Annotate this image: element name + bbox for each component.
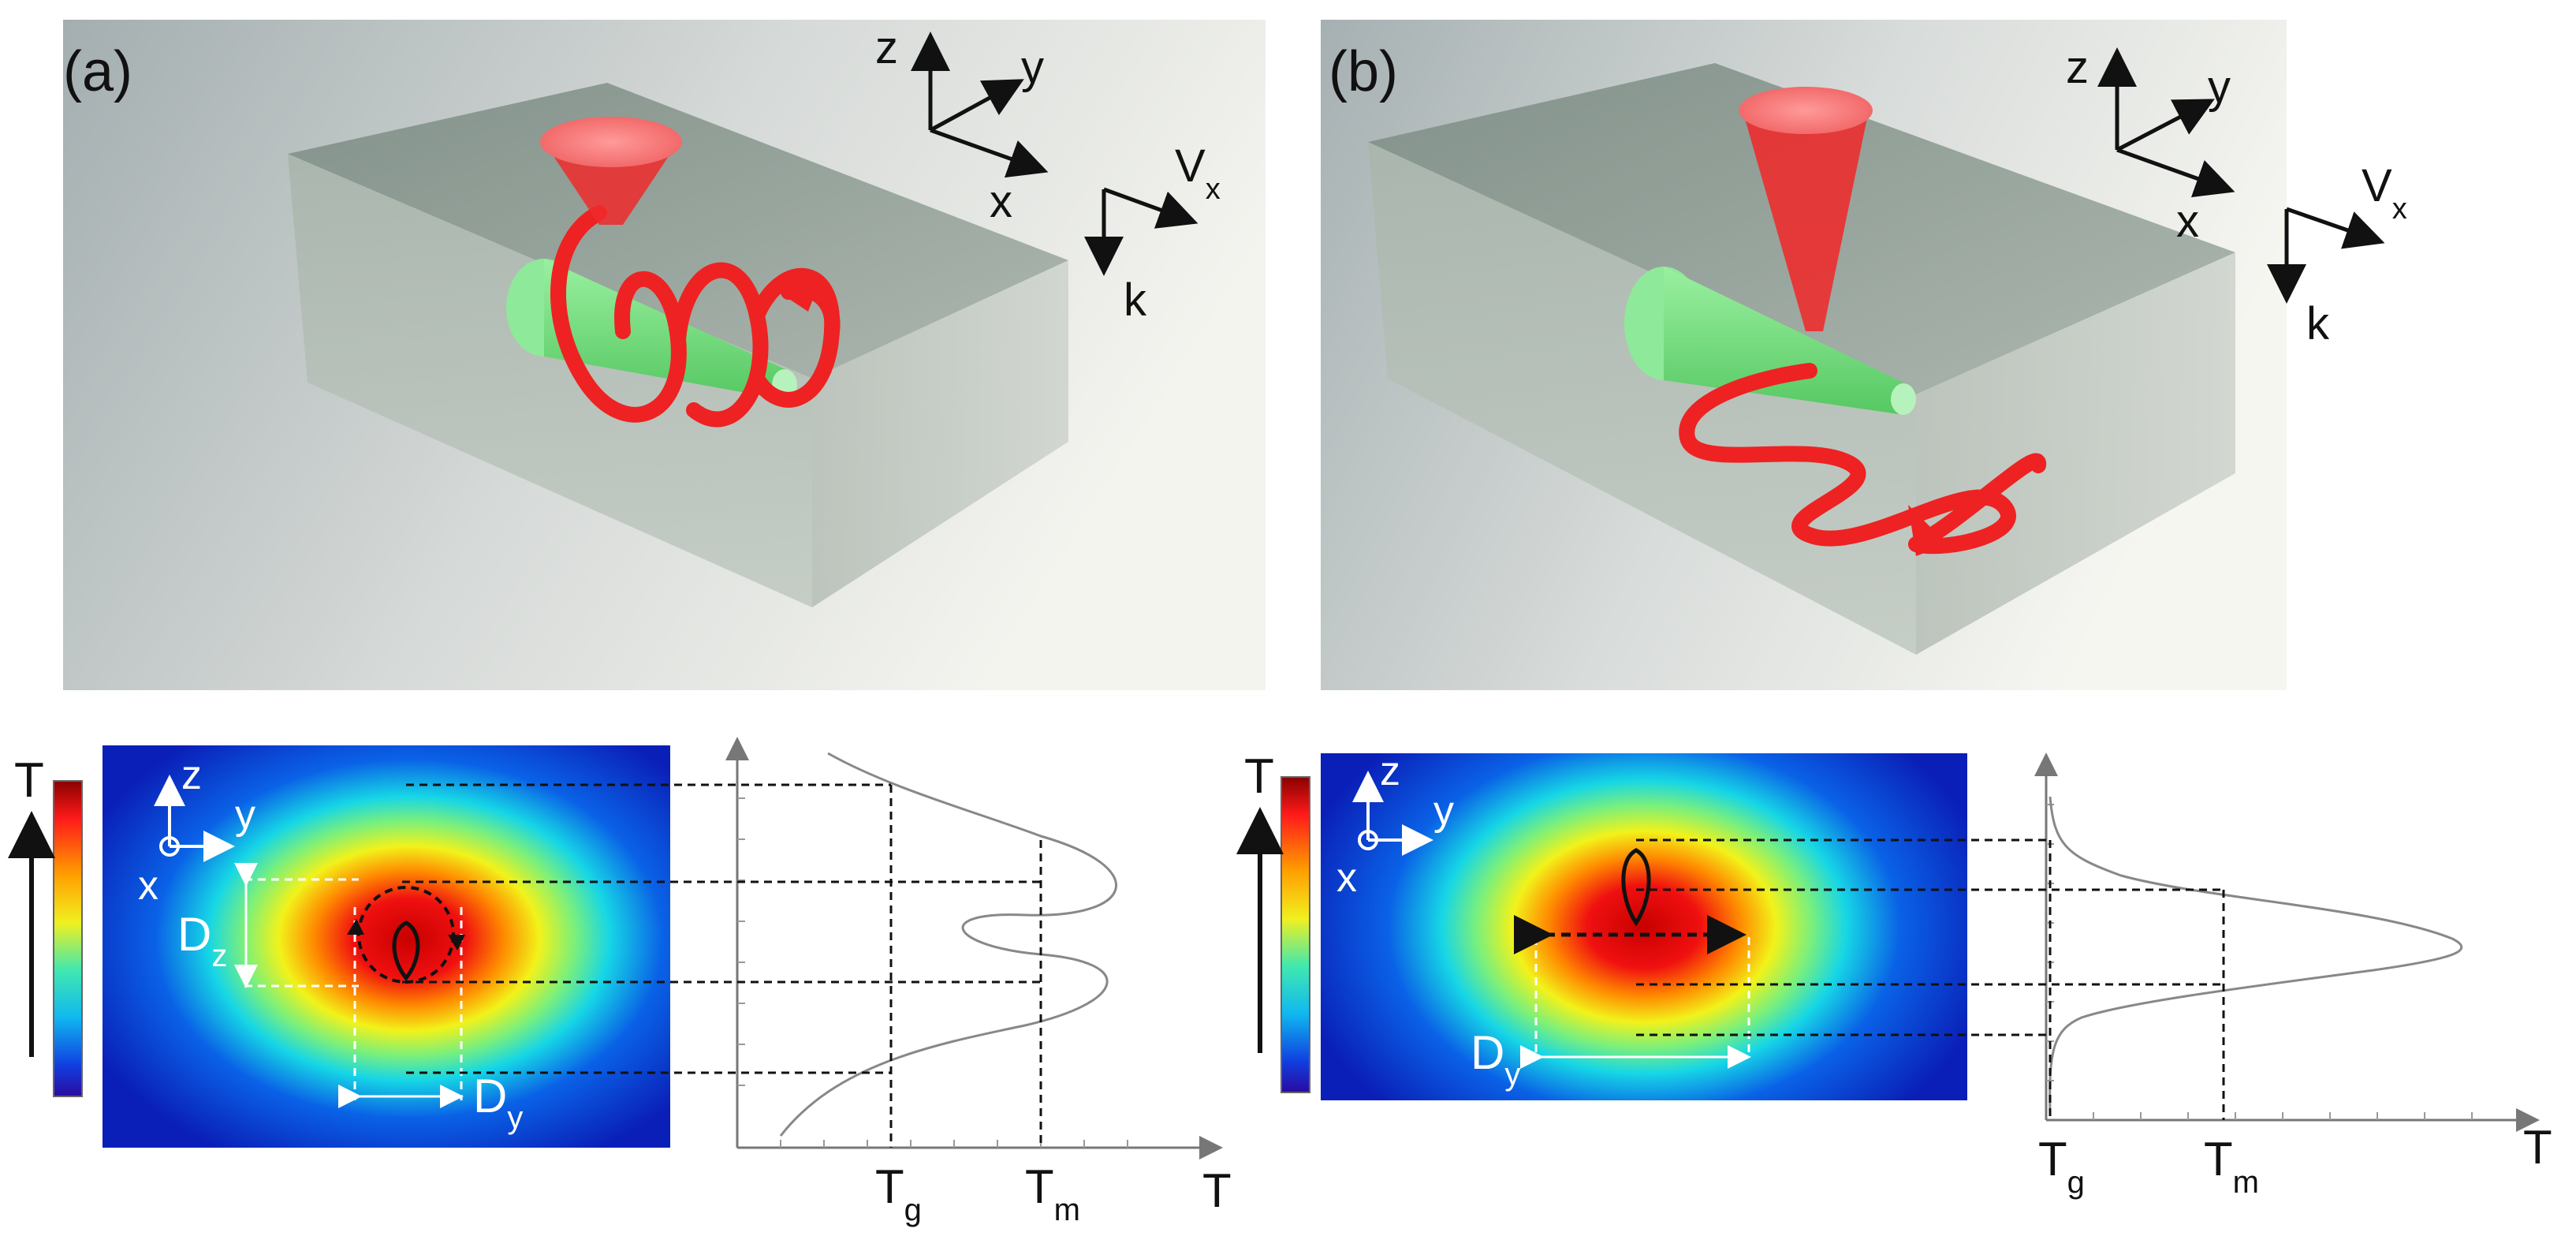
profile-b-group: Tg Tm T xyxy=(1636,752,2552,1200)
coord-axes-b xyxy=(2097,47,2235,198)
panel-b-render: z y x Vx k (b) xyxy=(1321,20,2407,690)
laser-cone-a xyxy=(540,117,682,225)
axis-x-label-b: x xyxy=(2176,196,2199,247)
heatmap-a xyxy=(103,745,670,1148)
rotation-arrow-left-a xyxy=(347,919,364,935)
heatmap-b xyxy=(1321,753,1967,1100)
rotation-arrow-right-a xyxy=(448,935,465,950)
wavevector-label-b: k xyxy=(2306,298,2330,349)
velocity-label-b: Vx xyxy=(2362,160,2407,226)
velocity-k-axes-b xyxy=(2267,207,2385,304)
zigzag-arrowhead-b xyxy=(1908,505,1948,556)
profile-a-ticks xyxy=(737,797,1128,1148)
helix-arrowhead-a xyxy=(781,280,820,312)
heatmap-a-axes xyxy=(154,775,235,862)
heatmap-a-group: T z y x Dz Dy xyxy=(7,745,670,1148)
waveguide-b xyxy=(1624,267,1916,415)
melt-pool-outline-b xyxy=(1621,848,1651,927)
heatmap-b-z-label: z xyxy=(1380,749,1400,794)
axis-y-label-a: y xyxy=(1021,42,1044,93)
heatmap-b-y-label: y xyxy=(1433,788,1454,834)
heatmap-b-x-label: x xyxy=(1336,855,1357,901)
profile-a-dashed-guides xyxy=(402,783,1042,1148)
panel-label-a: (a) xyxy=(63,40,132,103)
heatmap-a-z-label: z xyxy=(181,752,202,798)
laser-cone-b xyxy=(1739,87,1873,331)
profile-b-dashed-guides xyxy=(1636,838,2225,1120)
velocity-k-axes-a xyxy=(1084,187,1199,276)
colorbar-a xyxy=(53,780,83,1097)
t-axis-label-b: T xyxy=(2523,1121,2552,1174)
velocity-label-a: Vx xyxy=(1175,140,1221,206)
axis-y-label-b: y xyxy=(2208,62,2231,113)
tm-label-b: Tm xyxy=(2204,1133,2259,1200)
colorbar-label-a: T xyxy=(14,753,44,808)
axis-z-label-b: z xyxy=(2066,42,2089,93)
profile-b-curve xyxy=(2048,796,2463,1113)
laser-helix-a xyxy=(550,205,841,428)
coord-axes-a xyxy=(911,32,1049,178)
colorbar-label-b: T xyxy=(1244,749,1274,804)
tm-label-a: Tm xyxy=(1025,1160,1080,1227)
wavevector-label-a: k xyxy=(1124,274,1147,326)
heatmap-b-axes xyxy=(1352,771,1433,856)
dy-label-a: Dy xyxy=(473,1070,523,1135)
colorbar-b xyxy=(1281,776,1310,1093)
heatmap-a-y-label: y xyxy=(235,792,255,838)
profile-a-group: Tg Tm T xyxy=(402,737,1232,1227)
axis-z-label-a: z xyxy=(875,22,898,73)
heatmap-b-group: T z y x Dy xyxy=(1236,749,1967,1100)
profile-a-curve xyxy=(779,752,1117,1137)
tg-label-b: Tg xyxy=(2038,1133,2085,1200)
dy-label-b: Dy xyxy=(1471,1026,1520,1092)
tg-label-a: Tg xyxy=(875,1160,922,1227)
heatmap-a-x-label: x xyxy=(138,863,158,909)
melt-pool-outline-a xyxy=(392,921,420,982)
heatmap-b-dashed-box xyxy=(1534,937,1750,1057)
panel-label-b: (b) xyxy=(1329,40,1398,103)
dz-label-a: Dz xyxy=(177,908,227,973)
t-axis-label-a: T xyxy=(1202,1164,1232,1217)
axis-x-label-a: x xyxy=(990,176,1012,227)
profile-b-ticks xyxy=(2046,804,2473,1120)
panel-a-render: z y x Vx k (a) xyxy=(63,20,1266,690)
glass-block-a xyxy=(288,83,1068,607)
